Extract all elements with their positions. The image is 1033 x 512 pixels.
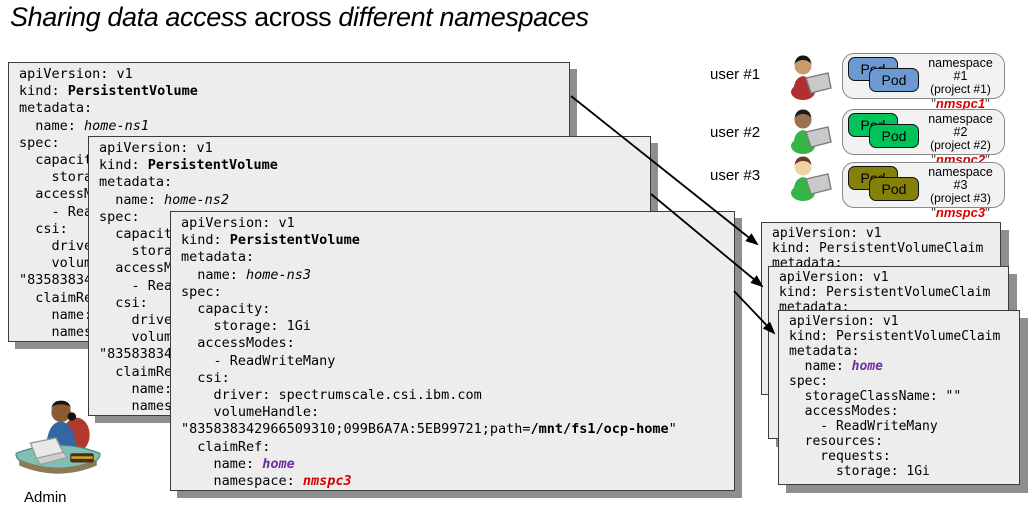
pod-label: Pod	[881, 72, 907, 88]
admin-hair	[51, 400, 71, 411]
admin-book-stripe	[71, 456, 93, 459]
admin-label: Admin	[24, 489, 67, 506]
namespace1-title: namespace #1	[928, 56, 993, 83]
namespace1-text: namespace #1 (project #1) "nmspc1"	[921, 56, 1000, 111]
title-part-3: different namespaces	[338, 2, 589, 32]
pod-box: Pod	[869, 124, 919, 148]
admin-desk-front	[19, 459, 97, 474]
admin-laptop-base	[35, 451, 69, 466]
user2-laptop-icon	[805, 126, 832, 148]
namespace3-title: namespace #3	[928, 165, 993, 192]
pod-label: Pod	[881, 181, 907, 197]
admin-person-icon	[15, 400, 101, 474]
user3-label: user #3	[710, 167, 761, 184]
pod-box: Pod	[869, 68, 919, 92]
title-part-1: Sharing data access	[10, 2, 248, 32]
admin-ponytail	[67, 412, 77, 421]
user1-laptop-icon	[805, 72, 832, 94]
user1-head	[794, 57, 812, 75]
user3-person-icon	[791, 156, 832, 201]
user2-head	[794, 111, 812, 129]
namespace3-project: (project #3)	[930, 191, 991, 205]
user1-person-icon	[791, 55, 832, 100]
namespace3-text: namespace #3 (project #3) "nmspc3"	[921, 165, 1000, 220]
namespace1-project: (project #1)	[930, 82, 991, 96]
namespace3-box: Pod Pod namespace #3 (project #3) "nmspc…	[842, 162, 1005, 219]
pod-box: Pod	[869, 177, 919, 201]
user2-hair	[794, 109, 812, 118]
namespace3-name: "nmspc3"	[931, 205, 990, 220]
user3-head	[794, 158, 812, 176]
user2-person-icon	[791, 109, 832, 154]
page-title: Sharing data access across different nam…	[10, 2, 589, 33]
namespace2-text: namespace #2 (project #2) "nmspc2"	[921, 112, 1000, 167]
user1-label: user #1	[710, 66, 761, 83]
title-part-2: across	[247, 2, 339, 32]
namespace2-title: namespace #2	[928, 112, 993, 139]
admin-head	[51, 402, 71, 423]
user2-label: user #2	[710, 124, 761, 141]
user3-hair	[794, 156, 812, 165]
user1-hair	[794, 55, 812, 64]
namespace2-project: (project #2)	[930, 138, 991, 152]
pod-label: Pod	[881, 128, 907, 144]
user3-laptop-icon	[805, 173, 832, 195]
namespace1-box: Pod Pod namespace #1 (project #1) "nmspc…	[842, 53, 1005, 110]
namespace2-box: Pod Pod namespace #2 (project #2) "nmspc…	[842, 109, 1005, 166]
namespace1-name: "nmspc1"	[931, 96, 990, 111]
